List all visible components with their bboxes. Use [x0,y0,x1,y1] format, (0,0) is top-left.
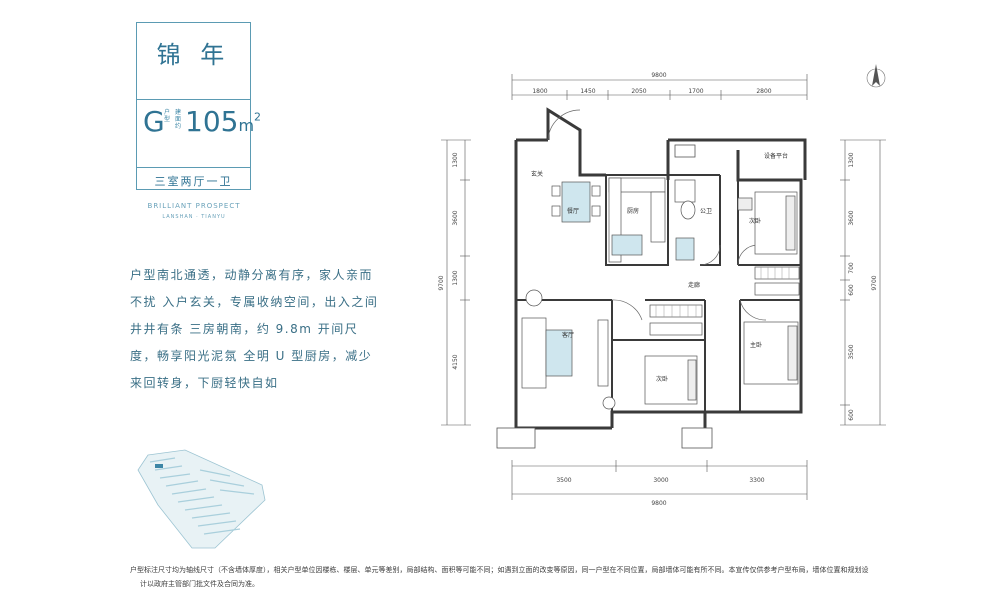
dim-left-total: 9700 [438,275,445,290]
site-key-plan [137,449,266,549]
brand-name: BRILLIANT PROSPECT [147,202,241,210]
living-room-furniture [521,289,616,410]
room-label-corridor: 走廊 [688,281,700,289]
dim-right-segment: 600 [848,409,855,421]
area-caption: 建面约 [175,109,182,130]
unit-area: 105m2 [185,105,261,138]
unit-description: 户型南北通透，动静分离有序，家人亲而不扰 入户玄关，专属收纳空间，出入之间井井有… [130,268,379,390]
dim-top-segment: 1700 [688,88,703,95]
bed-master [743,321,799,385]
card-divider [137,99,250,100]
room-label-bathroom: 公卫 [700,208,712,215]
area-unit-sup: 2 [254,110,262,124]
room-label-foyer: 玄关 [531,170,543,178]
room-label-kitchen: 厨房 [627,207,639,215]
dim-right-total: 9700 [871,275,878,290]
bed-secondary-1 [737,191,798,255]
room-label-dining: 餐厅 [567,207,579,215]
dim-top-total: 9800 [651,72,666,79]
unit-info-card: 锦 年 G 户型 建面约 105m2 三室两厅一卫 [136,22,261,190]
room-label-living-room: 客厅 [562,331,574,339]
area-value: 105 [185,105,239,138]
bed-secondary-2 [644,355,698,405]
disclaimer-line: 计以政府主管部门批文件及合同为准。 [140,580,259,588]
room-label-secondary-bedroom-1: 次卧 [749,217,761,225]
dim-bottom-total: 9800 [651,500,666,507]
dim-top-segment: 1800 [532,88,547,95]
dim-bottom-segment: 3000 [653,477,668,484]
north-arrow [866,64,886,88]
area-unit: m [238,116,255,135]
room-label-master-bedroom: 主卧 [750,341,762,349]
kitchen-counters [608,177,666,263]
wardrobes [649,266,800,336]
dim-left-segment: 1300 [452,152,459,167]
disclaimer-line: 户型标注尺寸均为轴线尺寸（不含墙体厚度），相关户型单位因楼栋、楼层、单元等差别，… [130,566,869,574]
dim-top-segment: 2050 [631,88,646,95]
dim-right-segment: 1300 [848,152,855,167]
dim-bottom-segment: 3300 [749,477,764,484]
dim-left-segment: 4150 [452,354,459,369]
dining-table [551,181,601,223]
dim-left-segment: 1300 [452,270,459,285]
brand-subtitle: LANSHAN · TIANYU [162,214,226,220]
unit-type-letter: G [143,105,165,138]
dim-right-segment: 600 [848,284,855,296]
dim-right-segment: 700 [848,262,855,274]
dim-bottom-segment: 3500 [556,477,571,484]
layout-description: 三室两厅一卫 [154,175,233,188]
bathroom-fixtures [674,179,696,261]
dim-right-segment: 3600 [848,210,855,225]
dim-right-segment: 3500 [848,344,855,359]
card-divider [137,167,250,168]
room-label-secondary-bedroom-2: 次卧 [656,375,668,383]
dim-top-segment: 1450 [580,88,595,95]
project-title: 锦 年 [156,41,231,69]
unit-type-caption: 户型 [164,109,171,123]
disclaimer-footer: 户型标注尺寸均为轴线尺寸（不含墙体厚度），相关户型单位因楼栋、楼层、单元等差别，… [130,563,870,591]
dim-top-segment: 2800 [756,88,771,95]
room-label-equipment-platform: 设备平台 [764,152,788,160]
dim-left-segment: 3600 [452,210,459,225]
